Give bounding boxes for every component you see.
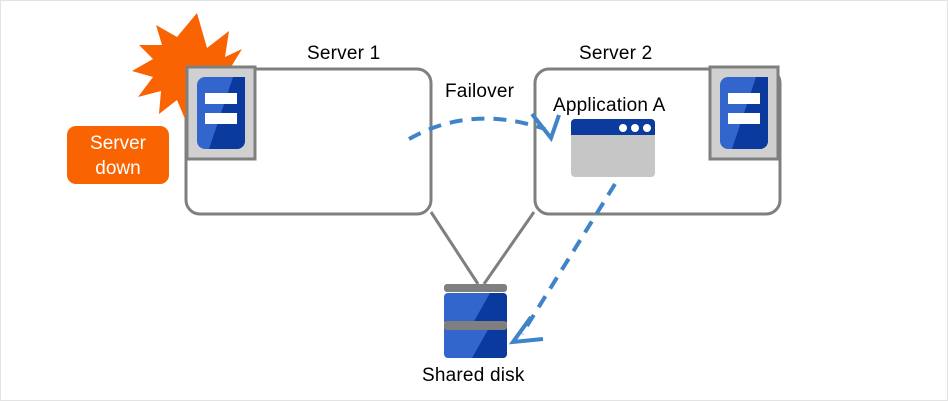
server1-title: Server 1 — [307, 43, 381, 64]
failover-label: Failover — [445, 81, 515, 102]
server-rack-icon-2 — [708, 65, 780, 161]
dashed-curved-arrow-icon — [408, 112, 561, 143]
disk-stack-icon — [444, 284, 507, 358]
server-rack-icon-1 — [185, 65, 257, 161]
server2-title: Server 2 — [579, 43, 653, 64]
shared-disk-label: Shared disk — [422, 365, 525, 386]
dashed-straight-arrow-icon — [508, 182, 617, 345]
status-badge-line1: Server — [90, 133, 146, 154]
status-badge-line2: down — [95, 158, 141, 179]
status-badge-server-down: Server down — [67, 126, 169, 184]
application-label: Application A — [553, 95, 666, 116]
disk-connector-lines — [429, 211, 536, 285]
application-window-icon — [571, 119, 655, 177]
